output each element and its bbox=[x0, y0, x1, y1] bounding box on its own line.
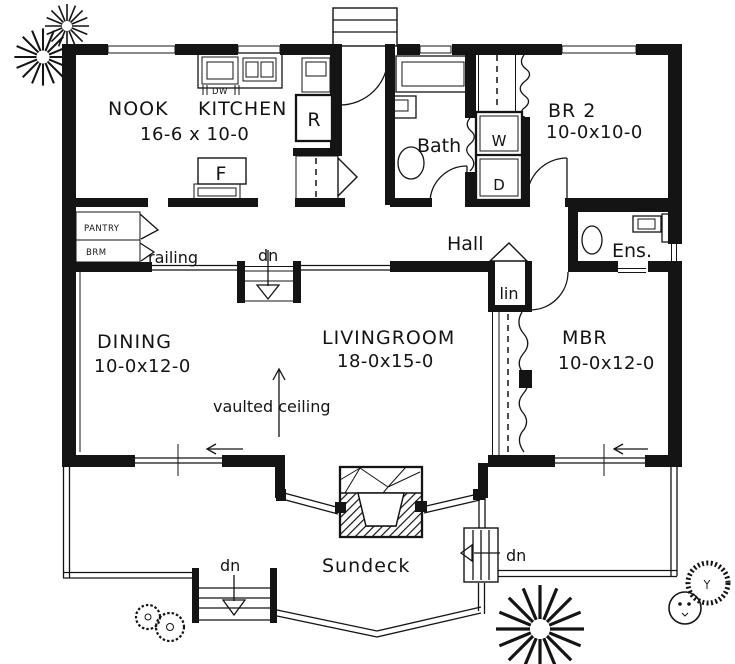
dryer-label: D bbox=[493, 176, 505, 194]
pantry-label: PANTRY bbox=[84, 224, 120, 234]
fireplace-firebox bbox=[357, 492, 405, 527]
hall-label: Hall bbox=[447, 233, 484, 255]
living-dims: 18-0x15-0 bbox=[337, 351, 434, 372]
bath-toilet bbox=[397, 146, 425, 180]
bath-vanity bbox=[389, 95, 417, 119]
railing-and-basement-stairs bbox=[152, 250, 390, 303]
ensuite-cabinet bbox=[661, 213, 678, 243]
front-stoop bbox=[332, 7, 398, 47]
fridge bbox=[197, 157, 247, 185]
windows bbox=[107, 45, 682, 476]
dn-deck-left-label: dn bbox=[220, 556, 240, 575]
washer-label: W bbox=[492, 132, 507, 150]
shrubs-bottom-left bbox=[134, 603, 186, 643]
vaulted-ceiling-label: vaulted ceiling bbox=[213, 397, 331, 416]
wall-break-squiggles bbox=[464, 54, 531, 172]
pantry-broom-closets: PANTRY BRM bbox=[62, 211, 160, 272]
br2-dims: 10-0x10-0 bbox=[546, 122, 643, 143]
annotation-labels: railing dn vaulted ceiling dn dn bbox=[148, 246, 526, 575]
br2-label: BR 2 bbox=[548, 100, 596, 122]
ensuite-toilet bbox=[581, 225, 603, 255]
deck-stairs-right bbox=[459, 527, 500, 583]
dn-basement-label: dn bbox=[258, 246, 278, 265]
mbr-door bbox=[529, 271, 569, 311]
exterior-walls bbox=[62, 44, 682, 498]
ensuite-label: Ens. bbox=[612, 240, 652, 262]
entry-closet bbox=[293, 148, 358, 201]
closet-door-flap bbox=[337, 156, 358, 198]
ensuite-fixtures bbox=[581, 213, 678, 273]
trees-bottom-right bbox=[668, 560, 731, 625]
counter-hatch bbox=[202, 85, 240, 95]
sundeck-outline bbox=[62, 467, 678, 638]
front-door bbox=[339, 56, 389, 106]
range-label: R bbox=[307, 109, 320, 131]
linen-closet: lin bbox=[488, 242, 532, 312]
railing-label: railing bbox=[148, 248, 198, 267]
room-labels: NOOK KITCHEN 16-6 x 10-0 BR 2 10-0x10-0 … bbox=[94, 98, 655, 577]
kitchen-fixtures: DW R F bbox=[193, 52, 358, 201]
mbr-dims: 10-0x12-0 bbox=[558, 353, 655, 374]
linen-label: lin bbox=[499, 284, 518, 303]
nook-label: NOOK bbox=[108, 98, 169, 120]
ensuite-sink bbox=[632, 215, 662, 233]
br2-door bbox=[526, 157, 568, 199]
fridge-label: F bbox=[216, 163, 227, 185]
mbr-label: MBR bbox=[562, 327, 608, 349]
vaulted-ceiling-arrow bbox=[272, 367, 286, 437]
sundeck-label: Sundeck bbox=[322, 555, 410, 577]
kitchen-label: KITCHEN bbox=[198, 98, 287, 120]
bath-label: Bath bbox=[417, 135, 461, 157]
range bbox=[294, 93, 334, 143]
dn-deck-right-label: dn bbox=[506, 546, 526, 565]
kitchen-dims: 16-6 x 10-0 bbox=[140, 124, 249, 145]
fireplace bbox=[338, 465, 424, 539]
fireplace-flagstone bbox=[339, 466, 421, 494]
living-label: LIVINGROOM bbox=[322, 327, 455, 349]
dishwasher-label: DW bbox=[212, 87, 228, 97]
bath-door bbox=[429, 165, 468, 204]
dining-dims: 10-0x12-0 bbox=[94, 356, 191, 377]
kitchen-sink bbox=[242, 57, 277, 82]
deck-stairs-left bbox=[192, 568, 277, 623]
landscape-trees bbox=[13, 3, 731, 664]
broom-label: BRM bbox=[86, 248, 107, 258]
mbr-closet bbox=[492, 311, 532, 455]
bathtub bbox=[395, 55, 471, 93]
bath-fixtures bbox=[389, 55, 471, 180]
washer-dryer-closet: W D bbox=[474, 110, 524, 202]
dining-label: DINING bbox=[97, 331, 172, 353]
